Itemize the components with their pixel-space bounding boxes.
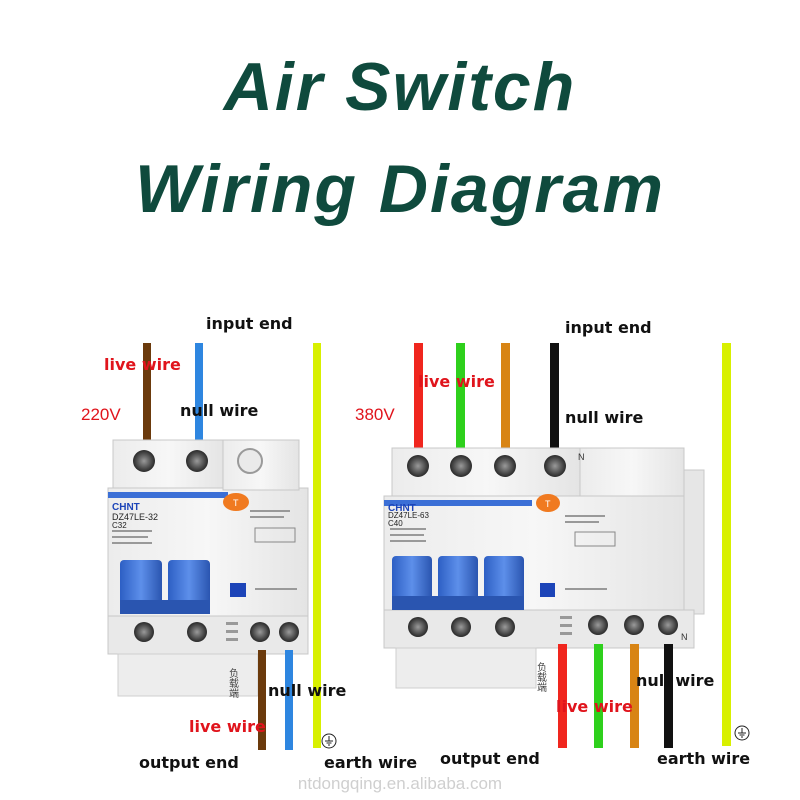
left-bottom-screw-3 (250, 622, 270, 642)
left-earth-wire (313, 343, 321, 748)
title-line-1: Air Switch (223, 49, 577, 125)
left-live-wire-bottom-label: live wire (189, 717, 266, 736)
left-live-wire-top-label: live wire (104, 355, 181, 374)
right-breaker-handle-2[interactable] (438, 556, 478, 606)
right-null-wire-top (550, 343, 559, 453)
right-top-screw-4 (544, 455, 566, 477)
right-live-wire-top-label: live wire (418, 372, 495, 391)
left-load-side: 负载端 (227, 667, 239, 699)
right-breaker: T (383, 447, 705, 689)
right-top-screw-3 (494, 455, 516, 477)
left-trip-indicator (230, 583, 246, 597)
left-rating: C32 (112, 521, 127, 530)
right-bottom-screw-3 (495, 617, 515, 637)
right-input-end-label: input end (565, 318, 652, 337)
right-earth-symbol-icon (734, 725, 750, 741)
right-live-wire-top-red (414, 343, 423, 453)
right-test-button[interactable] (536, 494, 560, 512)
right-live-wire-top-green (456, 343, 465, 453)
right-null-wire-bottom (664, 644, 673, 748)
left-input-end-label: input end (206, 314, 293, 333)
svg-text:T: T (545, 499, 551, 509)
right-top-screw-1 (407, 455, 429, 477)
right-null-wire-bottom-label: null wire (636, 671, 715, 690)
right-bottom-screw-2 (451, 617, 471, 637)
left-earth-symbol-icon (321, 733, 337, 749)
left-top-screw-1 (133, 450, 155, 472)
left-top-screw-2 (186, 450, 208, 472)
left-null-wire-bottom-label: null wire (268, 681, 347, 700)
svg-text:T: T (233, 498, 239, 508)
left-breaker-handle-1[interactable] (120, 560, 162, 610)
left-test-button[interactable] (223, 493, 249, 511)
left-live-wire-top (143, 343, 151, 445)
left-model: DZ47LE-32 (112, 512, 158, 522)
left-bottom-screw-2 (187, 622, 207, 642)
right-bottom-screw-4 (588, 615, 608, 635)
left-breaker: T (107, 439, 309, 697)
right-live-wire-bottom-red (558, 644, 567, 748)
left-null-wire-top-label: null wire (180, 401, 259, 420)
left-bottom-screw-1 (134, 622, 154, 642)
right-live-wire-bottom-label: live wire (556, 697, 633, 716)
title-line-2: Wiring Diagram (135, 151, 665, 227)
right-bottom-screw-5 (624, 615, 644, 635)
left-null-wire-top (195, 343, 203, 445)
right-model: DZ47LE-63 (388, 511, 429, 520)
left-breaker-handle-2[interactable] (168, 560, 210, 610)
right-null-wire-top-label: null wire (565, 408, 644, 427)
left-brand: CHNT (112, 502, 140, 513)
right-output-end-label: output end (440, 749, 540, 768)
left-voltage-label: 220V (81, 405, 121, 424)
left-null-wire-bottom (285, 650, 293, 750)
left-top-screw-3 (237, 448, 263, 474)
left-earth-wire-label: earth wire (324, 753, 418, 772)
right-breaker-handle-3[interactable] (484, 556, 524, 606)
right-live-wire-bottom-green (594, 644, 603, 748)
right-brand: CHNT (388, 503, 416, 514)
right-voltage-label: 380V (355, 405, 395, 424)
right-breaker-handle-1[interactable] (392, 556, 432, 606)
right-n-top: N (578, 452, 585, 462)
right-live-wire-top-orange (501, 343, 510, 453)
right-n-bottom: N (681, 632, 688, 642)
right-trip-indicator (540, 583, 555, 597)
right-earth-wire-label: earth wire (657, 749, 751, 768)
right-bottom-screw-1 (408, 617, 428, 637)
right-load-side: 负载端 (535, 661, 547, 693)
left-output-end-label: output end (139, 753, 239, 772)
right-rating: C40 (388, 519, 403, 528)
right-top-screw-2 (450, 455, 472, 477)
left-bottom-screw-4 (279, 622, 299, 642)
watermark: ntdongqing.en.alibaba.com (297, 774, 503, 793)
right-earth-wire (722, 343, 731, 746)
right-live-wire-bottom-orange (630, 644, 639, 748)
right-bottom-screw-6 (658, 615, 678, 635)
left-live-wire-bottom (258, 650, 266, 750)
